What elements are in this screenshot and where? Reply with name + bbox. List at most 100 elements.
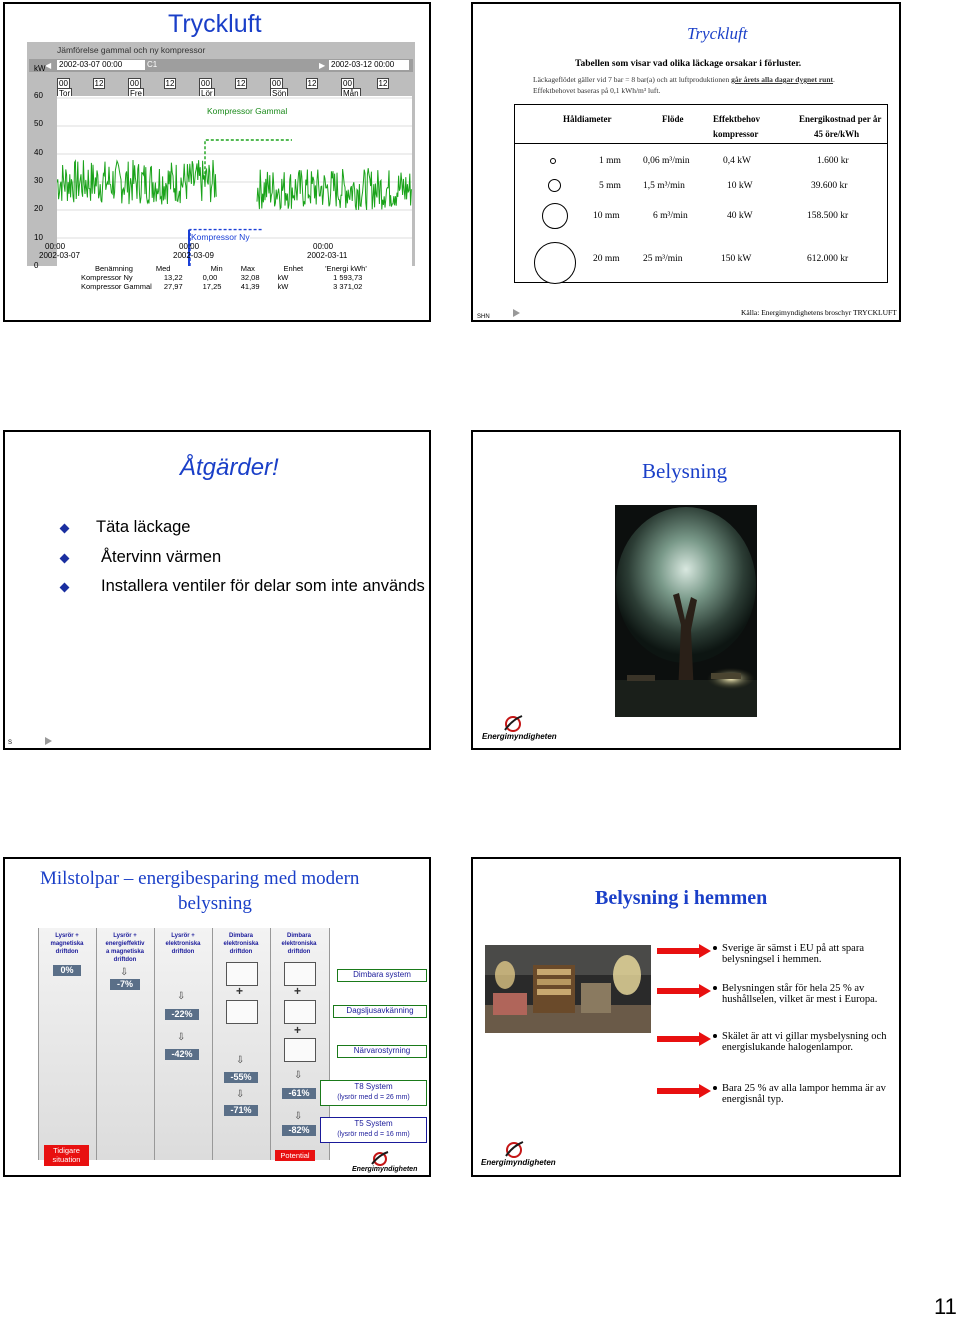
table-cell: 1 593,73 xyxy=(333,273,363,282)
slide-title: Åtgärder! xyxy=(180,454,279,481)
bullet-text: Återvinn värmen xyxy=(101,548,222,566)
y-tick-label: 20 xyxy=(34,204,43,214)
presence-sensor-icon xyxy=(284,1038,316,1062)
table-cell: 41,39 xyxy=(240,282,260,291)
logo-text: Energimyndigheten xyxy=(352,1166,418,1173)
savings-pct: -7% xyxy=(110,979,140,990)
label-old-compressor: Kompressor Gammal xyxy=(207,106,288,116)
page-number: 11 xyxy=(934,1294,957,1319)
nav-arrow-icon[interactable] xyxy=(45,737,52,745)
label-t5-system: T5 System (lysrör med d = 16 mm) xyxy=(320,1117,427,1143)
bullet-text: Belysningen står för hela 25 % av hushål… xyxy=(722,983,878,1005)
bullet-text: Sverige är sämst i EU på att spara belys… xyxy=(722,943,864,965)
nav-arrow-icon[interactable] xyxy=(513,309,520,317)
bullet-diamond-icon xyxy=(59,523,70,534)
savings-pct: -22% xyxy=(165,1009,199,1020)
table-header: Med xyxy=(155,264,171,273)
end-time-field[interactable]: 2002-03-12 00:00 xyxy=(329,60,409,70)
cell-hole: 20 mm xyxy=(593,254,620,264)
table-header-row: Benämning Med Min Max Enhet 'Energi kWh' xyxy=(77,264,371,273)
day-hour-label[interactable]: 12 xyxy=(92,78,106,89)
down-arrow-icon: ⇩ xyxy=(177,1032,186,1043)
plus-icon: + xyxy=(294,984,302,998)
series-old-compressor xyxy=(56,159,217,205)
table-row: Kompressor Gammal 27,97 17,25 41,39 kW 3… xyxy=(77,282,371,291)
bullet-text: Täta läckage xyxy=(96,518,191,536)
leak-circle-5mm xyxy=(548,179,561,192)
cell-power: 150 kW xyxy=(721,254,752,264)
header-cost: Energikostnad per år xyxy=(799,114,882,124)
daylight-sensor-icon xyxy=(284,1000,316,1024)
scroll-right-icon[interactable]: ▶ xyxy=(319,61,326,70)
t8-subtitle: (lysrör med d = 26 mm) xyxy=(337,1094,410,1101)
intro-text: Läckageflödet gäller vid 7 bar = 8 bar(a… xyxy=(533,75,732,84)
day-hour-label[interactable]: 12 xyxy=(234,78,248,89)
plus-icon: + xyxy=(236,984,244,998)
label-potential: Potential xyxy=(275,1150,315,1161)
logo-text: Energimyndigheten xyxy=(482,732,557,741)
bullet-diamond-icon xyxy=(59,582,70,593)
savings-pct: -42% xyxy=(165,1049,199,1060)
daylight-sensor-icon xyxy=(226,1000,258,1024)
cell-cost: 158.500 kr xyxy=(807,211,849,221)
footer-left: S xyxy=(8,740,13,746)
t5-subtitle: (lysrör med d = 16 mm) xyxy=(337,1131,410,1138)
x-tick-time: 00:00 xyxy=(45,242,66,251)
cell-flow: 25 m³/min xyxy=(643,254,683,264)
previous-line-1: Tidigare xyxy=(53,1146,80,1155)
column-header-line: driftdon xyxy=(171,949,195,955)
table-header: Enhet xyxy=(283,264,304,273)
cell-cost: 1.600 kr xyxy=(817,156,849,166)
y-tick-label: 50 xyxy=(34,119,43,129)
label-new-compressor: Kompressor Ny xyxy=(191,232,250,242)
intro-line-2: Effektbehovet baseras på 0,1 kWh/m³ luft… xyxy=(533,86,661,95)
savings-pct: -61% xyxy=(282,1088,316,1099)
day-hour-label[interactable]: 12 xyxy=(305,78,319,89)
red-arrow-icon xyxy=(657,1084,711,1098)
column-header-line: Lysrör + xyxy=(113,933,137,939)
header-power-sub: kompressor xyxy=(713,129,759,139)
intro-text: . xyxy=(833,75,835,84)
intro-line-1: Läckageflödet gäller vid 7 bar = 8 bar(a… xyxy=(533,75,835,84)
energy-agency-logo: Energimyndigheten xyxy=(352,1150,422,1176)
table-cell: 13,22 xyxy=(163,273,183,282)
bullet-text: Installera ventiler för delar som inte a… xyxy=(101,577,425,595)
leak-circle-1mm xyxy=(550,158,556,164)
scroll-left-icon[interactable]: ◀ xyxy=(45,61,52,70)
savings-pct: -55% xyxy=(224,1072,258,1083)
y-tick-label: 60 xyxy=(34,91,43,100)
column-header-line: elektroniska xyxy=(165,941,201,947)
chart-toolbar: ◀ 2002-03-07 00:00 C1 ▶ 2002-03-12 00:00 xyxy=(29,59,413,72)
header-flow: Flöde xyxy=(662,114,684,124)
cell-cost: 39.600 kr xyxy=(811,181,848,191)
slide-title-line-2: belysning xyxy=(178,893,252,914)
table-header: Max xyxy=(240,264,255,273)
day-hour-label[interactable]: 12 xyxy=(376,78,390,89)
y-tick-label: 30 xyxy=(34,176,43,185)
logo-swoosh-icon xyxy=(371,1151,389,1166)
down-arrow-icon: ⇩ xyxy=(120,967,129,978)
column-bg xyxy=(38,928,97,1160)
column-header-line: driftdon xyxy=(55,949,79,955)
y-tick-label: 10 xyxy=(34,232,43,242)
bullet-dot-icon xyxy=(713,1086,717,1090)
unit-label: kW xyxy=(34,64,46,73)
t8-title: T8 System xyxy=(354,1082,393,1091)
plot-area: Kompressor Gammal Kompressor Ny xyxy=(56,96,412,274)
bullet-dot-icon xyxy=(713,986,717,990)
red-arrow-icon xyxy=(657,984,711,998)
down-arrow-icon: ⇩ xyxy=(236,1089,245,1100)
start-time-field[interactable]: 2002-03-07 00:00 xyxy=(57,60,145,70)
table-header-box xyxy=(514,104,888,144)
label-presence: Närvarostyrning xyxy=(337,1045,427,1058)
footer-left: SHN xyxy=(477,314,490,320)
slide-lighting: Belysning Energimyndigheten xyxy=(471,430,901,750)
day-hour-label[interactable]: 12 xyxy=(163,78,177,89)
column-header-line: Dimbara xyxy=(228,933,253,939)
table-cell: 32,08 xyxy=(240,273,260,282)
table-cell: kW xyxy=(277,273,289,282)
series-new-period xyxy=(256,168,412,211)
